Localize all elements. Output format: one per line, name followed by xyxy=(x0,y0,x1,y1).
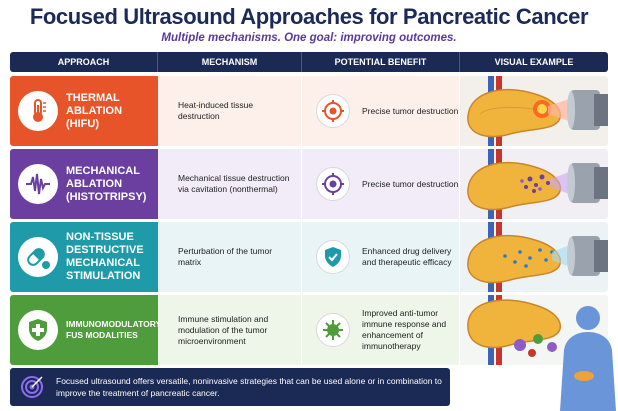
visual-example-thermal xyxy=(460,76,608,146)
table-row: NON-TISSUE DESTRUCTIVE MECHANICAL STIMUL… xyxy=(10,222,608,292)
approach-cell: THERMAL ABLATION (HIFU) xyxy=(10,76,158,146)
mechanism-text: Mechanical tissue destruction via cavita… xyxy=(158,149,302,219)
waveform-icon xyxy=(18,164,58,204)
visual-example-stimulation xyxy=(460,222,608,292)
target-icon xyxy=(316,94,350,128)
approach-cell: IMMUNOMODULATORY FUS MODALITIES xyxy=(10,295,162,365)
column-header-mechanism: MECHANISM xyxy=(158,52,302,72)
benefit-cell: Precise tumor destruction xyxy=(302,149,460,219)
shield-check-icon xyxy=(316,240,350,274)
virus-icon xyxy=(316,313,350,347)
benefit-cell: Precise tumor destruction xyxy=(302,76,460,146)
pill-icon xyxy=(18,237,58,277)
column-header-benefit: POTENTIAL BENEFIT xyxy=(302,52,460,72)
target-icon xyxy=(316,167,350,201)
benefit-text: Enhanced drug delivery and therapeutic e… xyxy=(362,246,452,267)
thermometer-icon xyxy=(18,91,58,131)
shield-plus-icon xyxy=(18,310,58,350)
page-subtitle: Multiple mechanisms. One goal: improving… xyxy=(161,32,457,44)
mechanism-text: Immune stimulation and modulation of the… xyxy=(158,295,302,365)
mechanism-text: Perturbation of the tumor matrix xyxy=(158,222,302,292)
human-body-illustration xyxy=(450,298,618,411)
target-icon xyxy=(21,376,43,398)
page-title: Focused Ultrasound Approaches for Pancre… xyxy=(29,4,589,29)
benefit-cell: Improved anti-tumor immune response and … xyxy=(302,295,460,365)
benefit-cell: Enhanced drug delivery and therapeutic e… xyxy=(302,222,460,292)
benefit-text: Improved anti-tumor immune response and … xyxy=(362,308,447,351)
footer-text: Focused ultrasound offers versatile, non… xyxy=(56,376,442,398)
benefit-text: Precise tumor destruction xyxy=(362,178,459,189)
benefit-text: Precise tumor destruction xyxy=(362,105,459,116)
approach-label: IMMUNOMODULATORY FUS MODALITIES xyxy=(66,319,162,340)
table-row: THERMAL ABLATION (HIFU) Heat-induced tis… xyxy=(10,76,608,146)
approach-label: MECHANICAL ABLATION (HISTOTRIPSY) xyxy=(66,164,147,203)
approach-cell: MECHANICAL ABLATION (HISTOTRIPSY) xyxy=(10,149,158,219)
column-header-visual: VISUAL EXAMPLE xyxy=(494,57,574,67)
column-header-approach: APPROACH xyxy=(10,52,158,72)
mechanism-text: Heat-induced tissue destruction xyxy=(158,76,302,146)
visual-example-histotripsy xyxy=(460,149,608,219)
table-row: MECHANICAL ABLATION (HISTOTRIPSY) Mechan… xyxy=(10,149,608,219)
footer-banner: Focused ultrasound offers versatile, non… xyxy=(10,368,450,406)
approach-cell: NON-TISSUE DESTRUCTIVE MECHANICAL STIMUL… xyxy=(10,222,158,292)
approach-label: NON-TISSUE DESTRUCTIVE MECHANICAL STIMUL… xyxy=(66,231,144,282)
table-header: APPROACH MECHANISM POTENTIAL BENEFIT VIS… xyxy=(10,52,608,72)
approach-label: THERMAL ABLATION (HIFU) xyxy=(66,91,123,130)
